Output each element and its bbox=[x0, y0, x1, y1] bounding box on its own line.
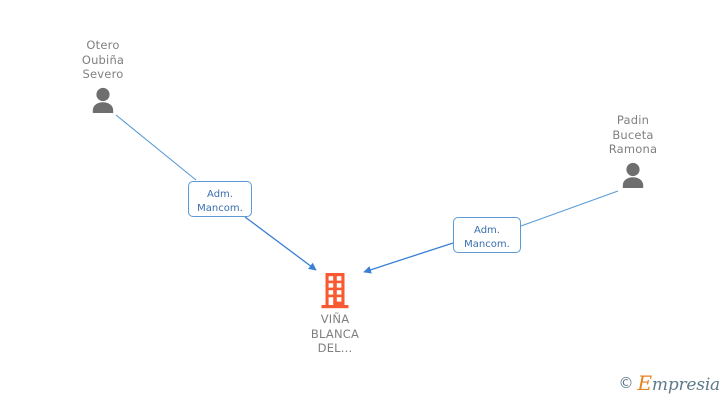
edge-left-upper bbox=[115, 114, 197, 181]
edge-left-lower bbox=[244, 216, 317, 271]
brand-rest: mpresia bbox=[651, 375, 720, 395]
node-person-otero-oubina-severo[interactable]: Otero Oubiña Severo bbox=[33, 38, 173, 113]
edge-label-adm-mancom-right[interactable]: Adm. Mancom. bbox=[453, 217, 521, 253]
brand-initial: E bbox=[637, 371, 653, 395]
node-company-vina-blanca[interactable]: VIÑA BLANCA DEL... bbox=[275, 273, 395, 356]
person-icon bbox=[622, 162, 644, 188]
company-label: VIÑA BLANCA DEL... bbox=[310, 312, 360, 355]
edge-label-adm-mancom-left[interactable]: Adm. Mancom. bbox=[188, 181, 252, 217]
copyright-icon: © bbox=[618, 374, 634, 392]
node-person-padin-buceta-ramona[interactable]: Padin Buceta Ramona bbox=[563, 113, 703, 188]
person-left-label: Otero Oubiña Severo bbox=[81, 38, 125, 81]
person-icon bbox=[92, 87, 114, 113]
person-right-label: Padin Buceta Ramona bbox=[608, 113, 658, 156]
edge-right-upper bbox=[520, 190, 619, 227]
brand-wordmark: Empresia bbox=[638, 373, 721, 394]
watermark-empresia: © Empresia bbox=[619, 373, 721, 394]
edge-right-lower bbox=[363, 242, 454, 274]
building-icon bbox=[321, 273, 349, 309]
